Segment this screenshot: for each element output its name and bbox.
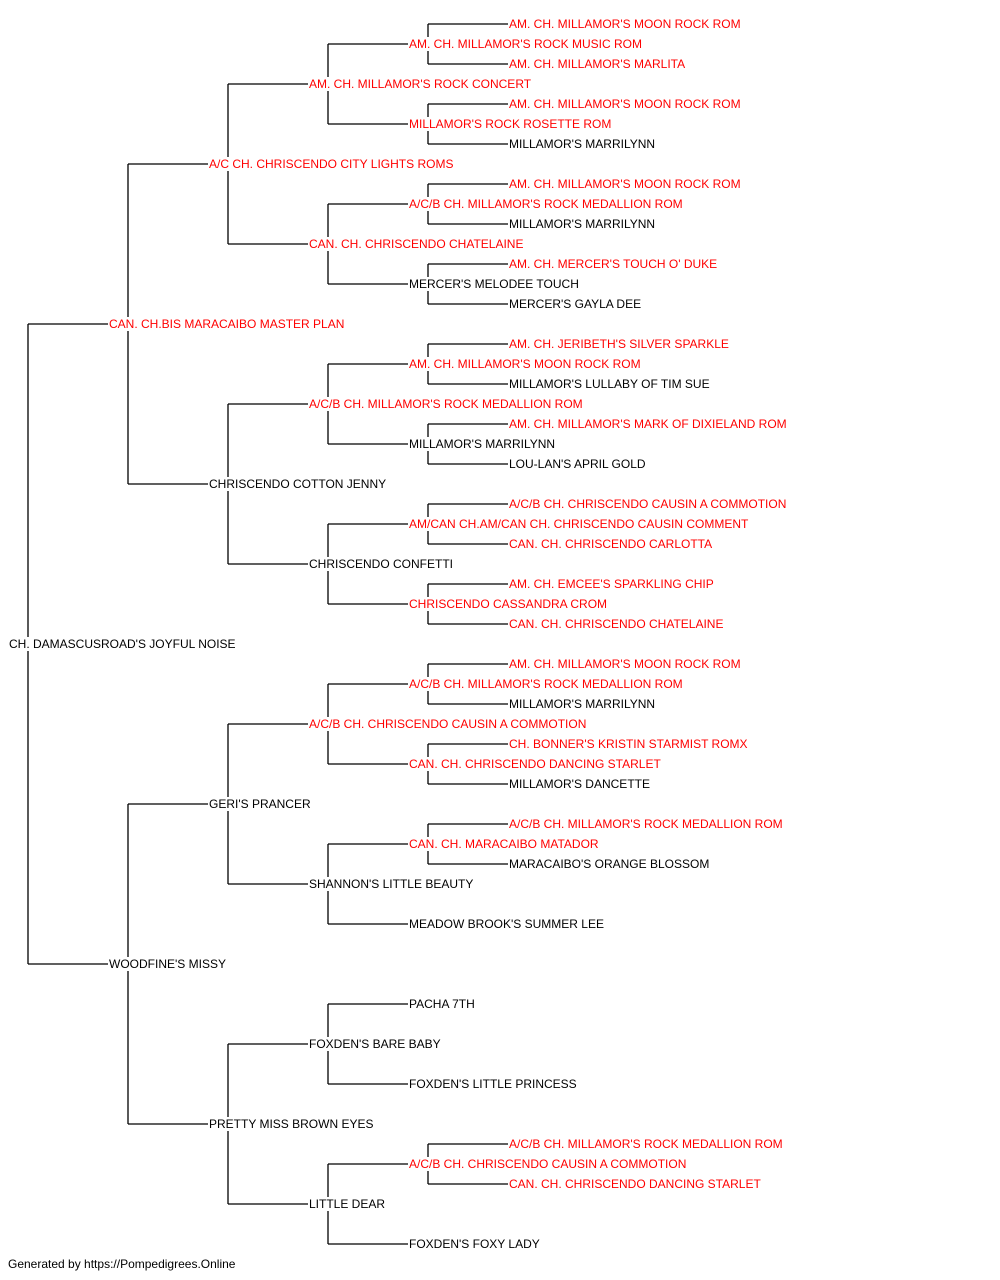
ancestor-name: AM. CH. MILLAMOR'S ROCK CONCERT bbox=[308, 77, 533, 91]
ancestor-name: MILLAMOR'S DANCETTE bbox=[508, 777, 651, 791]
ancestor-name: FOXDEN'S BARE BABY bbox=[308, 1037, 442, 1051]
ancestor-name: CAN. CH.BIS MARACAIBO MASTER PLAN bbox=[108, 317, 346, 331]
ancestor-name: AM. CH. MILLAMOR'S MOON ROCK ROM bbox=[508, 97, 742, 111]
ancestor-name: A/C CH. CHRISCENDO CITY LIGHTS ROMS bbox=[208, 157, 455, 171]
ancestor-name: LOU-LAN'S APRIL GOLD bbox=[508, 457, 647, 471]
ancestor-name: MILLAMOR'S MARRILYNN bbox=[508, 697, 657, 711]
ancestor-name: AM. CH. JERIBETH'S SILVER SPARKLE bbox=[508, 337, 730, 351]
ancestor-name: CAN. CH. CHRISCENDO CARLOTTA bbox=[508, 537, 714, 551]
subject-dog-name: CH. DAMASCUSROAD'S JOYFUL NOISE bbox=[8, 637, 237, 651]
ancestor-name: A/C/B CH. MILLAMOR'S ROCK MEDALLION ROM bbox=[408, 197, 684, 211]
ancestor-name: MILLAMOR'S MARRILYNN bbox=[508, 217, 657, 231]
ancestor-name: AM/CAN CH.AM/CAN CH. CHRISCENDO CAUSIN C… bbox=[408, 517, 750, 531]
ancestor-name: FOXDEN'S FOXY LADY bbox=[408, 1237, 541, 1251]
ancestor-name: MERCER'S GAYLA DEE bbox=[508, 297, 643, 311]
ancestor-name: CAN. CH. CHRISCENDO CHATELAINE bbox=[308, 237, 525, 251]
ancestor-name: A/C/B CH. MILLAMOR'S ROCK MEDALLION ROM bbox=[508, 1137, 784, 1151]
ancestor-name: A/C/B CH. MILLAMOR'S ROCK MEDALLION ROM bbox=[408, 677, 684, 691]
ancestor-name: CHRISCENDO COTTON JENNY bbox=[208, 477, 388, 491]
ancestor-name: PACHA 7TH bbox=[408, 997, 476, 1011]
ancestor-name: A/C/B CH. MILLAMOR'S ROCK MEDALLION ROM bbox=[308, 397, 584, 411]
ancestor-name: AM. CH. MILLAMOR'S MOON ROCK ROM bbox=[408, 357, 642, 371]
ancestor-name: AM. CH. MILLAMOR'S MOON ROCK ROM bbox=[508, 177, 742, 191]
ancestor-name: MERCER'S MELODEE TOUCH bbox=[408, 277, 580, 291]
ancestor-name: CAN. CH. CHRISCENDO CHATELAINE bbox=[508, 617, 725, 631]
ancestor-name: SHANNON'S LITTLE BEAUTY bbox=[308, 877, 475, 891]
ancestor-name: A/C/B CH. CHRISCENDO CAUSIN A COMMOTION bbox=[308, 717, 588, 731]
ancestor-name: AM. CH. MERCER'S TOUCH O' DUKE bbox=[508, 257, 719, 271]
generator-credit: Generated by https://Pompedigrees.Online bbox=[8, 1257, 236, 1271]
ancestor-name: MILLAMOR'S ROCK ROSETTE ROM bbox=[408, 117, 613, 131]
ancestor-name: AM. CH. MILLAMOR'S MARLITA bbox=[508, 57, 687, 71]
ancestor-name: AM. CH. MILLAMOR'S MARK OF DIXIELAND ROM bbox=[508, 417, 788, 431]
ancestor-name: AM. CH. MILLAMOR'S ROCK MUSIC ROM bbox=[408, 37, 643, 51]
ancestor-name: CAN. CH. CHRISCENDO DANCING STARLET bbox=[508, 1177, 762, 1191]
ancestor-name: A/C/B CH. MILLAMOR'S ROCK MEDALLION ROM bbox=[508, 817, 784, 831]
ancestor-name: LITTLE DEAR bbox=[308, 1197, 387, 1211]
ancestor-name: AM. CH. MILLAMOR'S MOON ROCK ROM bbox=[508, 17, 742, 31]
ancestor-name: MARACAIBO'S ORANGE BLOSSOM bbox=[508, 857, 711, 871]
ancestor-name: MILLAMOR'S MARRILYNN bbox=[508, 137, 657, 151]
ancestor-name: CHRISCENDO CASSANDRA CROM bbox=[408, 597, 609, 611]
ancestor-name: WOODFINE'S MISSY bbox=[108, 957, 227, 971]
ancestor-name: A/C/B CH. CHRISCENDO CAUSIN A COMMOTION bbox=[508, 497, 788, 511]
ancestor-name: CHRISCENDO CONFETTI bbox=[308, 557, 454, 571]
ancestor-name: CH. BONNER'S KRISTIN STARMIST ROMX bbox=[508, 737, 749, 751]
ancestor-name: AM. CH. EMCEE'S SPARKLING CHIP bbox=[508, 577, 715, 591]
ancestor-name: A/C/B CH. CHRISCENDO CAUSIN A COMMOTION bbox=[408, 1157, 688, 1171]
ancestor-name: CAN. CH. MARACAIBO MATADOR bbox=[408, 837, 600, 851]
ancestor-name: AM. CH. MILLAMOR'S MOON ROCK ROM bbox=[508, 657, 742, 671]
ancestor-name: MILLAMOR'S MARRILYNN bbox=[408, 437, 557, 451]
ancestor-name: MILLAMOR'S LULLABY OF TIM SUE bbox=[508, 377, 711, 391]
ancestor-name: CAN. CH. CHRISCENDO DANCING STARLET bbox=[408, 757, 662, 771]
ancestor-name: PRETTY MISS BROWN EYES bbox=[208, 1117, 375, 1131]
ancestor-name: MEADOW BROOK'S SUMMER LEE bbox=[408, 917, 605, 931]
ancestor-name: GERI'S PRANCER bbox=[208, 797, 312, 811]
ancestor-name: FOXDEN'S LITTLE PRINCESS bbox=[408, 1077, 578, 1091]
